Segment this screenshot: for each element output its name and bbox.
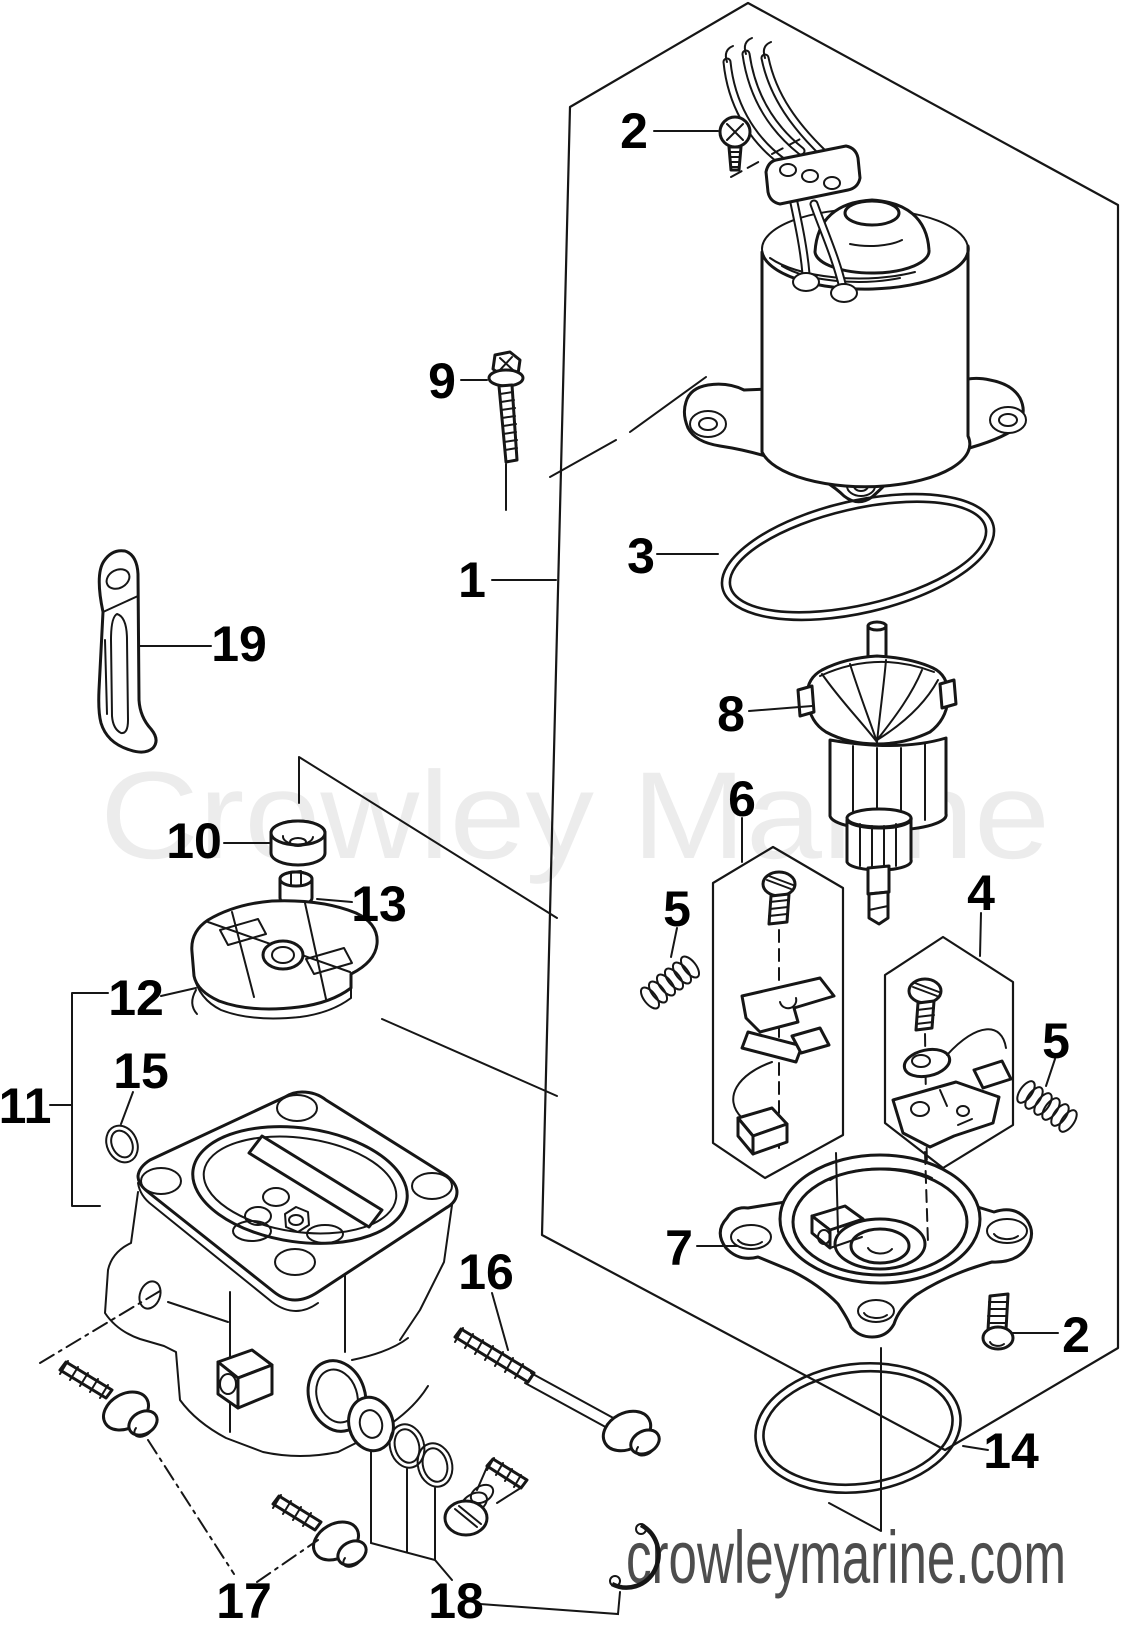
callout-7: 7: [665, 1220, 693, 1276]
brush-spring-right: [1016, 1080, 1078, 1133]
seal-washer-18: [347, 1395, 395, 1453]
o-ring-15: [105, 1124, 139, 1164]
bolt-17-lower: [271, 1494, 368, 1568]
callout-13: 13: [351, 876, 407, 932]
bolt-9: [487, 350, 525, 464]
armature: [796, 620, 958, 926]
callout-1: 1: [458, 552, 486, 608]
callout-15: 15: [113, 1043, 169, 1099]
callout-11: 11: [0, 1078, 51, 1134]
callout-6: 6: [728, 771, 756, 827]
watermark-corner: crowleymarine.com: [626, 1516, 1066, 1599]
callout-16: 16: [458, 1244, 514, 1300]
o-ring-18-a: [388, 1423, 426, 1469]
pump-body-11: [104, 1090, 459, 1457]
filter-plate-12: [190, 899, 379, 1020]
leader-lines: [39, 130, 1059, 1616]
o-ring-18-b: [416, 1442, 454, 1488]
callout-5a: 5: [663, 881, 691, 937]
grommet-10: [269, 819, 327, 867]
o-ring-3: [720, 492, 996, 622]
callout-10: 10: [166, 813, 222, 869]
assembly-enclosure-outline: [540, 1, 1120, 1452]
callout-8: 8: [717, 686, 745, 742]
callout-labels: 1 2 2 3 4 5 5 6 7 8 9 10 11 12 13 14 15 …: [0, 103, 1090, 1629]
bolt-17-upper: [58, 1360, 159, 1438]
bolt-16: [453, 1327, 661, 1457]
callout-5b: 5: [1042, 1013, 1070, 1069]
motor-wires: [722, 37, 858, 303]
callout-2a: 2: [620, 103, 648, 159]
circlip-18: [609, 1523, 661, 1590]
strap-19: [97, 549, 158, 754]
callout-2b: 2: [1062, 1307, 1090, 1363]
wire-clamp: [764, 144, 862, 206]
callout-17: 17: [216, 1573, 272, 1629]
callout-12: 12: [108, 970, 164, 1026]
callout-9: 9: [428, 353, 456, 409]
wire-grommet: [830, 283, 858, 303]
callout-14: 14: [983, 1423, 1039, 1479]
o-ring-centerline: [828, 1347, 882, 1532]
brush-holder-group-6: [711, 845, 845, 1180]
callout-3: 3: [627, 528, 655, 584]
callout-19: 19: [211, 616, 267, 672]
screw-2-bottom: [981, 1292, 1015, 1351]
screw-2-top: [718, 115, 752, 172]
motor-body: [760, 198, 972, 489]
callout-18: 18: [428, 1573, 484, 1629]
manual-release-valve-18: [443, 1457, 529, 1537]
wire-grommet: [792, 272, 820, 292]
brush-spring-left: [639, 955, 701, 1010]
callout-4: 4: [967, 865, 995, 921]
o-ring-14: [754, 1361, 962, 1495]
motor-end-frame-7: [718, 1151, 1033, 1339]
